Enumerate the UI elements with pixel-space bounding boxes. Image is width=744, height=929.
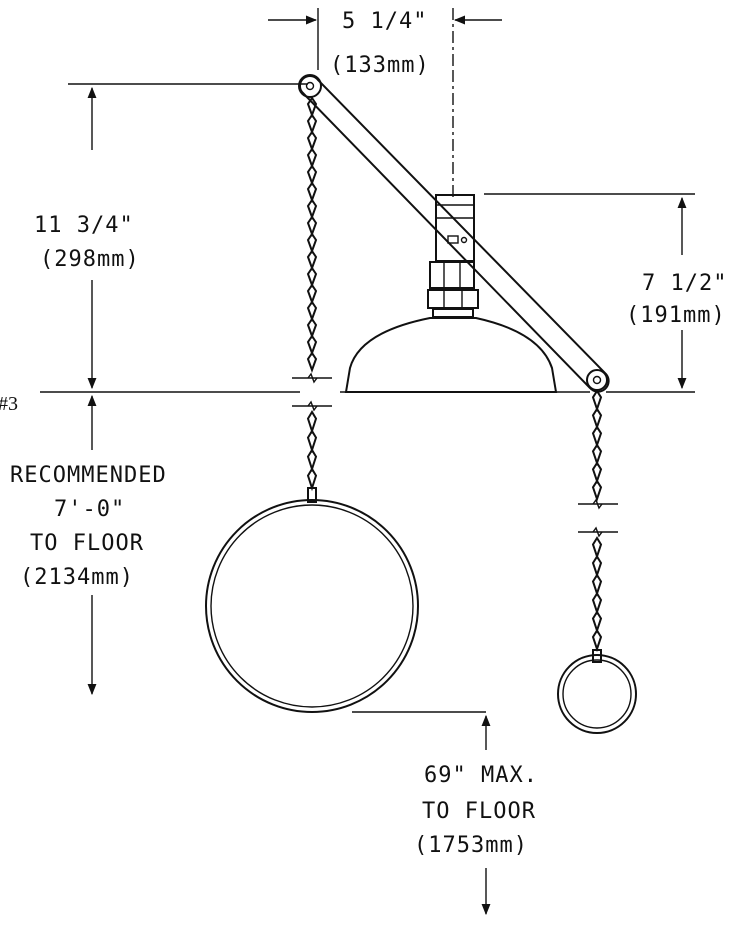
left-chain <box>292 96 332 492</box>
top-width-inches: 5 1/4" <box>342 9 427 34</box>
right-chain <box>578 389 618 653</box>
recommended-mm: (2134mm) <box>20 565 134 590</box>
top-width-mm: (133mm) <box>330 53 430 78</box>
recommended-height: 7'-0" <box>54 497 125 522</box>
shower-valve-body <box>427 194 479 318</box>
left-height-dimension: 11 3/4" (298mm) <box>34 86 140 390</box>
max-floor-inches: 69" MAX. <box>424 763 538 788</box>
shower-head <box>344 317 558 393</box>
top-width-dimension: 5 1/4" (133mm) <box>268 8 502 200</box>
max-floor-to-floor: TO FLOOR <box>422 799 536 824</box>
pull-rod <box>298 74 610 393</box>
chain-link <box>591 389 603 413</box>
side-note: #3 <box>0 393 18 415</box>
right-height-inches: 7 1/2" <box>642 271 727 296</box>
large-pull-ring <box>205 487 419 713</box>
max-floor-mm: (1753mm) <box>414 833 528 858</box>
left-height-mm: (298mm) <box>40 247 140 272</box>
max-floor-dimension: 69" MAX. TO FLOOR (1753mm) <box>414 714 538 916</box>
recommended-label: RECOMMENDED <box>10 463 167 488</box>
recommended-height-dimension: RECOMMENDED 7'-0" TO FLOOR (2134mm) <box>10 394 167 696</box>
right-height-dimension: 7 1/2" (191mm) <box>626 196 727 390</box>
chain-link <box>306 96 318 118</box>
chain-link <box>306 410 318 435</box>
chain-link <box>591 536 603 560</box>
extension-lines <box>40 83 695 713</box>
small-pull-ring <box>557 649 637 734</box>
recommended-to-floor: TO FLOOR <box>30 531 144 556</box>
chain-link <box>591 479 603 503</box>
chain-link <box>306 351 318 373</box>
left-height-inches: 11 3/4" <box>34 213 134 238</box>
right-height-mm: (191mm) <box>626 303 726 328</box>
